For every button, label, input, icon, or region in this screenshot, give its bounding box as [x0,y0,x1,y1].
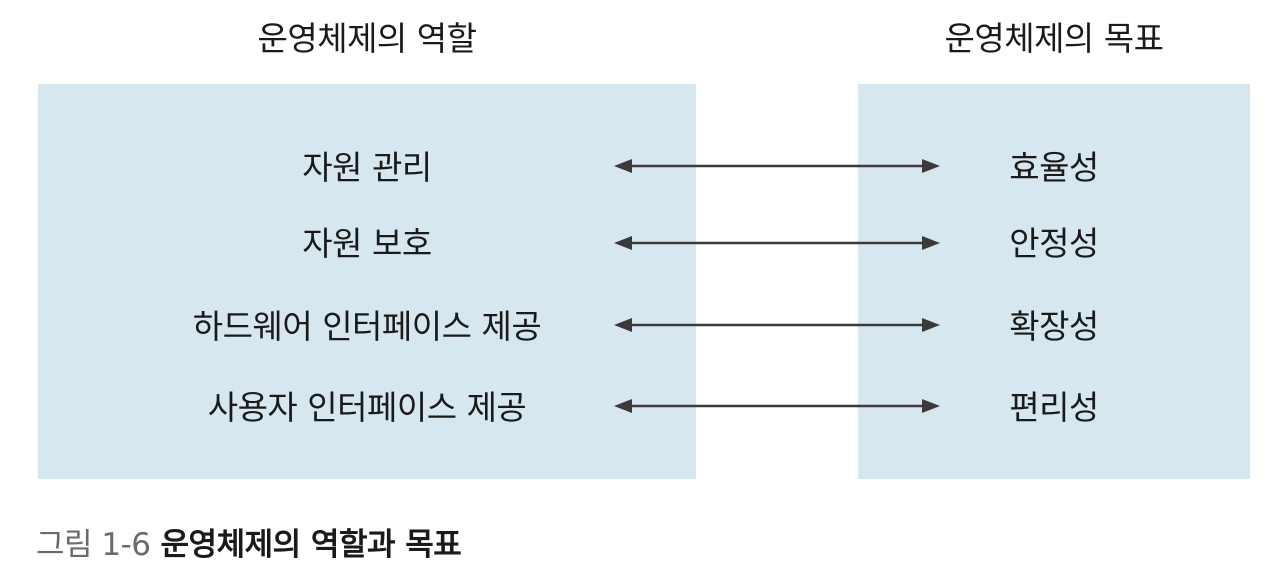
role-item-resource-protection: 자원 보호 [302,224,432,263]
roles-box [38,84,696,479]
goal-item-stability: 안정성 [1009,224,1099,263]
role-item-user-interface: 사용자 인터페이스 제공 [207,388,527,427]
goal-item-scalability: 확장성 [1009,307,1099,346]
figure-title: 운영체제의 역할과 목표 [160,527,462,563]
goals-column-title: 운영체제의 목표 [944,19,1164,58]
role-item-resource-management: 자원 관리 [302,148,432,187]
figure-number: 그림 1-6 [36,527,151,563]
goals-box [858,84,1250,479]
role-item-hardware-interface: 하드웨어 인터페이스 제공 [192,307,542,346]
goal-item-convenience: 편리성 [1009,388,1099,427]
goal-item-efficiency: 효율성 [1009,148,1099,187]
roles-column-title: 운영체제의 역할 [257,19,477,58]
